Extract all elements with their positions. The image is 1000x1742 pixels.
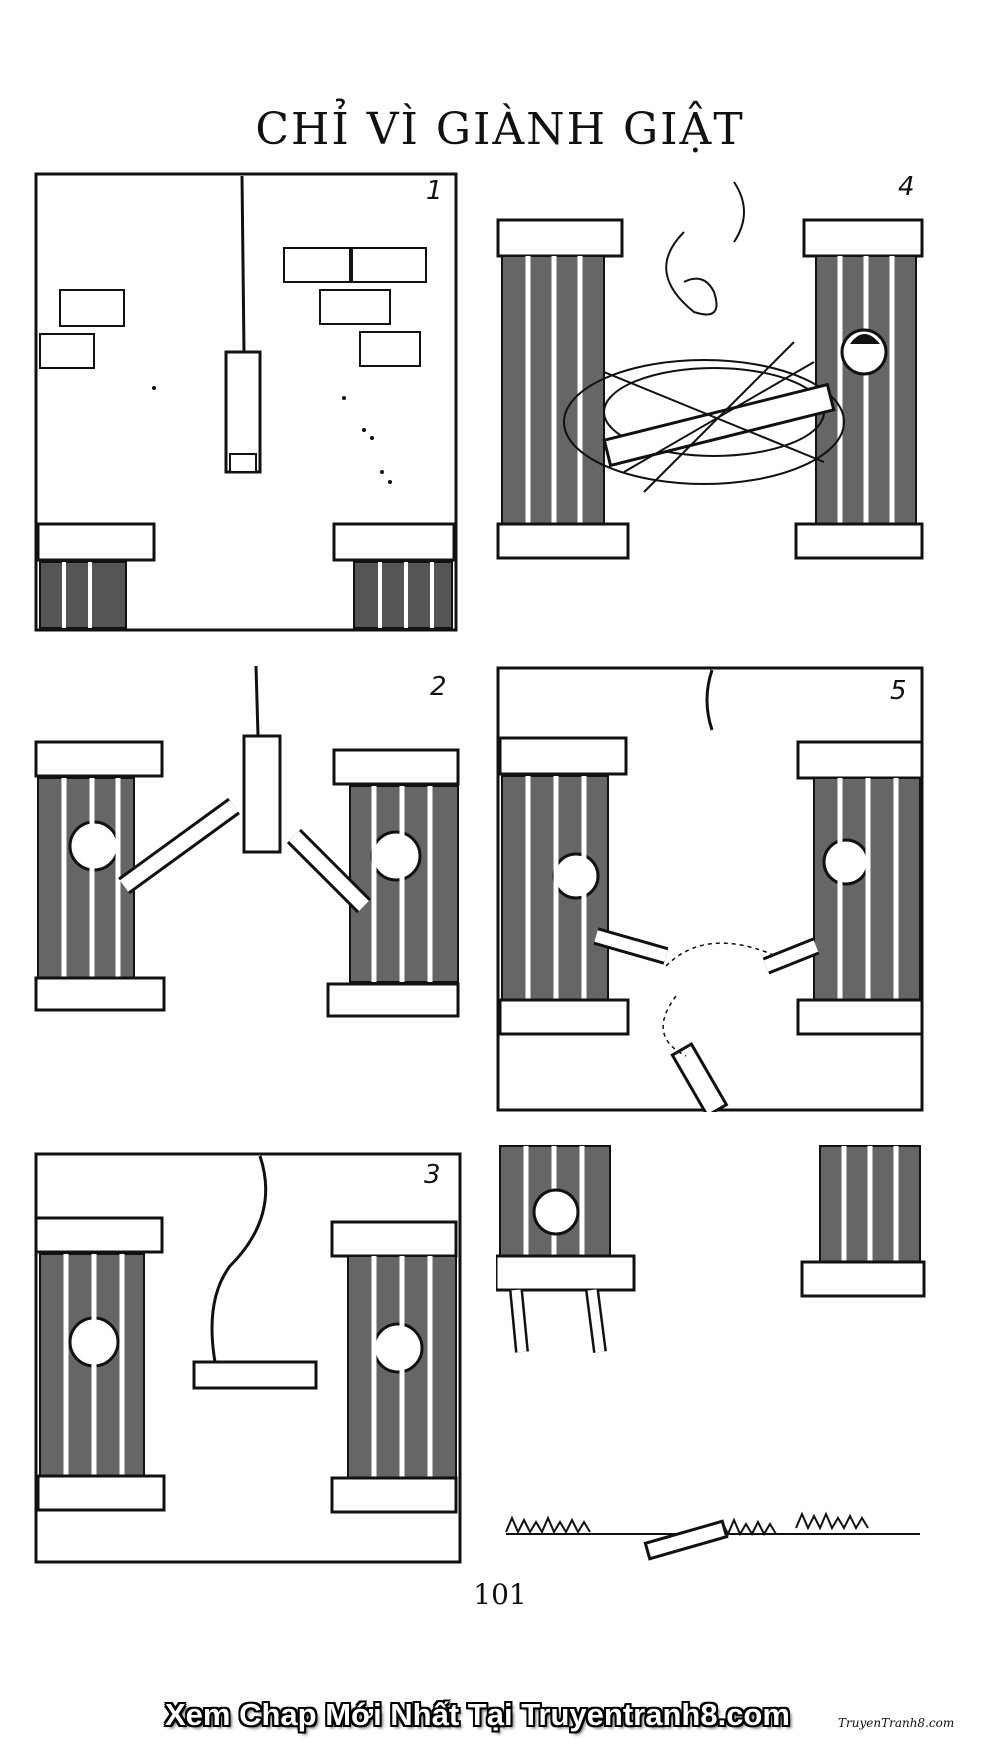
- panel-2: 2: [34, 666, 462, 1046]
- panel-5: 5: [496, 666, 924, 1112]
- promo-banner-text: Xem Chap Mới Nhất Tại Truyentranh8.com: [165, 1697, 790, 1732]
- panel-1-drawing: [34, 172, 458, 632]
- panel-number: 2: [430, 672, 447, 702]
- page-number: 101: [473, 1578, 527, 1611]
- panel-3: 3: [34, 1152, 462, 1564]
- panel-4-drawing: [494, 172, 926, 632]
- panel-number: 4: [898, 172, 915, 202]
- page-title: CHỈ VÌ GIÀNH GIẬT: [255, 104, 745, 155]
- site-watermark: TruyenTranh8.com: [838, 1716, 955, 1730]
- panel-6: [496, 1142, 928, 1576]
- panel-5-drawing: [496, 666, 924, 1112]
- panel-4: 4: [494, 172, 926, 632]
- panel-6-drawing: [496, 1142, 928, 1576]
- promo-banner: [160, 1694, 850, 1738]
- panel-number: 5: [890, 676, 907, 706]
- panel-1: 1: [34, 172, 458, 632]
- panel-3-drawing: [34, 1152, 462, 1564]
- panel-number: 1: [426, 176, 443, 206]
- panel-2-drawing: [34, 666, 462, 1046]
- panel-number: 3: [424, 1160, 441, 1190]
